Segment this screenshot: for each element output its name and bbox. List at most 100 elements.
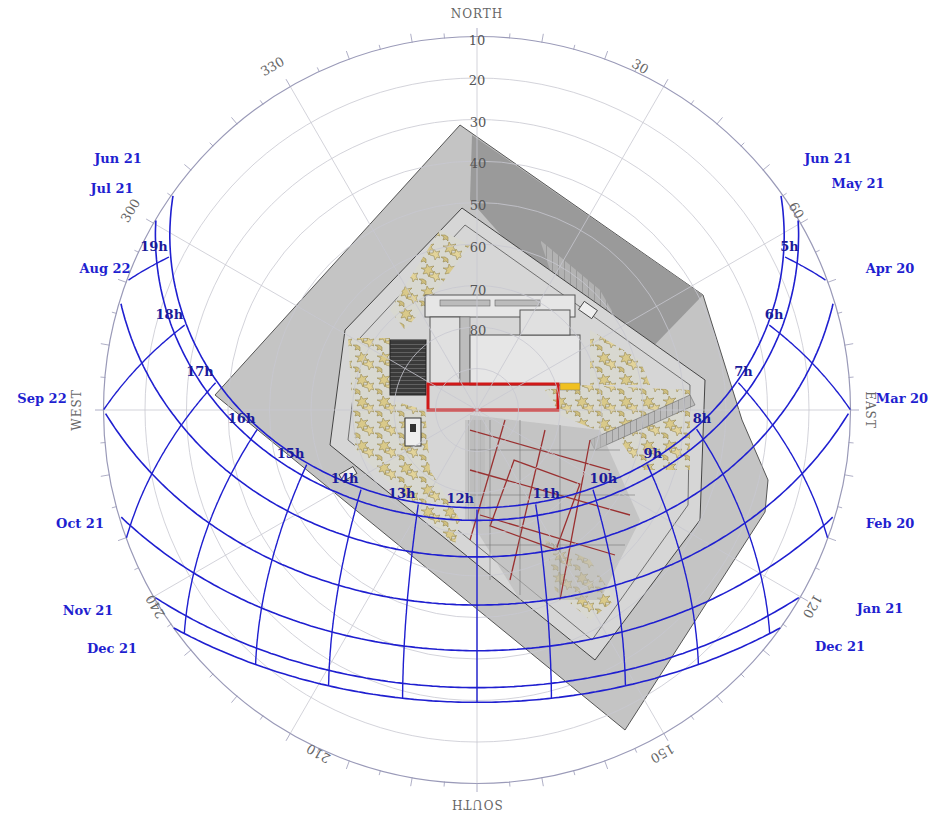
azimuth-tick (101, 475, 110, 477)
azimuth-tick (411, 777, 413, 786)
hour-line (476, 509, 477, 702)
hour-line (184, 429, 257, 633)
azimuth-line (477, 410, 478, 784)
cardinal-label: EAST (864, 391, 876, 429)
altitude-label: 20 (469, 74, 486, 87)
azimuth-tick (167, 193, 171, 196)
date-label: Mar 20 (876, 392, 928, 405)
azimuth-tick (815, 250, 820, 252)
azimuth-tick (574, 45, 575, 50)
azimuth-tick (800, 597, 808, 602)
azimuth-tick (379, 45, 380, 50)
hour-line (129, 257, 170, 280)
azimuth-tick (210, 143, 214, 147)
azimuth-tick (800, 219, 808, 224)
azimuth-tick (783, 193, 787, 196)
azimuth-tick (379, 770, 380, 775)
azimuth-tick (112, 507, 117, 508)
azimuth-label: 240 (143, 592, 167, 620)
azimuth-tick (763, 650, 770, 656)
azimuth-tick (763, 164, 770, 170)
azimuth-tick (231, 117, 237, 124)
azimuth-tick (741, 674, 745, 678)
azimuth-label: 300 (118, 196, 142, 224)
azimuth-line (477, 37, 478, 411)
azimuth-label: 210 (304, 741, 332, 765)
azimuth-tick (346, 51, 349, 59)
azimuth-line (104, 410, 478, 411)
azimuth-tick (286, 733, 291, 741)
azimuth-label: 30 (630, 56, 651, 76)
date-label: Apr 20 (866, 262, 915, 275)
cardinal-label: WEST (71, 389, 83, 430)
azimuth-tick (828, 538, 836, 541)
date-label: Aug 22 (79, 262, 130, 275)
azimuth-tick (691, 100, 694, 104)
hour-label: 15h (277, 447, 305, 460)
altitude-label: 70 (470, 284, 487, 297)
azimuth-tick (741, 143, 745, 147)
azimuth-tick (118, 279, 126, 282)
azimuth-tick (100, 442, 105, 443)
azimuth-line (477, 87, 664, 410)
hour-label: 7h (734, 365, 753, 378)
azimuth-tick (444, 782, 445, 787)
hour-label: 18h (156, 308, 184, 321)
hour-label: 17h (186, 365, 214, 378)
azimuth-tick (101, 344, 110, 346)
date-label: Jul 21 (90, 182, 133, 195)
azimuth-tick (477, 783, 478, 792)
azimuth-label: 60 (786, 200, 806, 221)
hour-line (329, 490, 361, 686)
azimuth-tick (260, 100, 263, 104)
azimuth-line (154, 410, 477, 597)
date-label: Sep 22 (17, 392, 66, 405)
azimuth-tick (664, 79, 669, 87)
cardinal-label: SOUTH (451, 798, 503, 810)
azimuth-tick (184, 164, 191, 170)
azimuth-tick (574, 770, 575, 775)
hour-label: 6h (765, 308, 784, 321)
azimuth-line (477, 410, 800, 597)
hour-label: 11h (533, 487, 561, 500)
azimuth-tick (605, 761, 608, 769)
azimuth-tick (691, 716, 694, 720)
hour-label: 5h (780, 240, 799, 253)
date-path (155, 221, 798, 521)
azimuth-label: 120 (800, 592, 824, 620)
azimuth-tick (664, 733, 669, 741)
altitude-label: 40 (470, 157, 487, 170)
azimuth-label: 150 (648, 741, 676, 765)
azimuth-line (477, 223, 800, 410)
azimuth-tick (112, 312, 117, 313)
azimuth-tick (167, 624, 171, 627)
altitude-ring (104, 37, 851, 784)
azimuth-tick (509, 33, 510, 38)
date-label: Feb 20 (866, 517, 915, 530)
date-label: Nov 21 (63, 604, 114, 617)
azimuth-tick (411, 34, 413, 43)
altitude-label: 60 (470, 241, 487, 254)
azimuth-line (154, 223, 477, 410)
altitude-label: 10 (469, 34, 486, 47)
hour-label: 19h (140, 240, 168, 253)
cardinal-label: NORTH (451, 8, 504, 20)
hour-line (593, 490, 625, 686)
hour-line (647, 465, 698, 665)
hour-line (738, 383, 827, 538)
date-label: Jun 21 (94, 152, 142, 165)
azimuth-tick (844, 475, 853, 477)
azimuth-line (290, 410, 477, 733)
azimuth-tick (346, 761, 349, 769)
azimuth-tick (100, 377, 105, 378)
date-label: Dec 21 (815, 640, 865, 653)
azimuth-line (477, 410, 664, 733)
altitude-label: 50 (470, 199, 487, 212)
date-label: Jun 21 (804, 152, 852, 165)
azimuth-tick (118, 538, 126, 541)
hour-line (697, 429, 770, 633)
azimuth-tick (844, 344, 853, 346)
azimuth-tick (95, 410, 104, 411)
date-path (170, 196, 784, 508)
